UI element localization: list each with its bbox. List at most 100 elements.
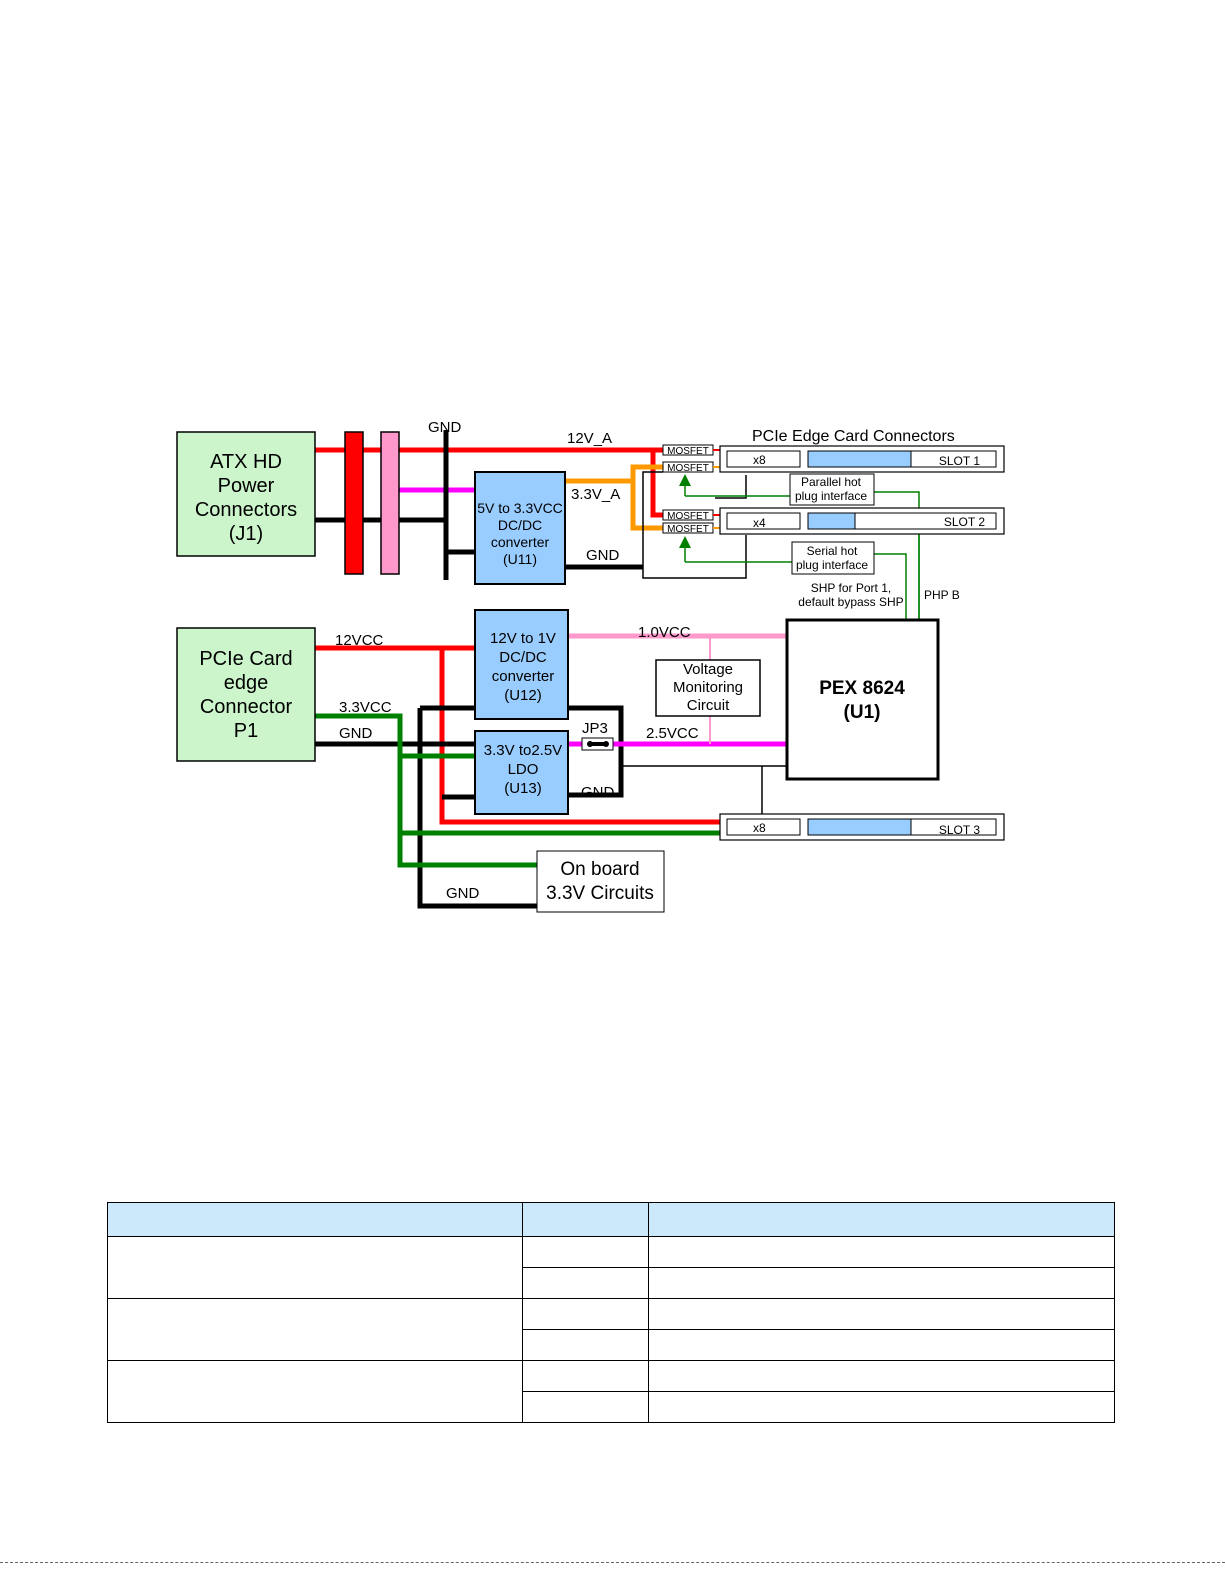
pcie-card-line-1: PCIe Card <box>199 648 292 670</box>
u13-line-3: (U13) <box>504 780 542 797</box>
pex-line-2: (U1) <box>844 702 881 723</box>
slot-2-width: x4 <box>753 516 766 530</box>
3v3-wires <box>315 713 720 868</box>
serial-hp-line-2: plug interface <box>796 558 868 572</box>
table-header-row <box>107 1202 1115 1237</box>
slot-3-fill <box>807 818 912 836</box>
power-block-diagram: ATX HD Power Connectors (J1) PCIe Card e… <box>176 419 1005 913</box>
parallel-hotplug-arrow-icon <box>679 474 691 486</box>
u13-ldo: 3.3V to2.5V LDO (U13) <box>474 730 569 815</box>
3v3a-wires <box>565 464 663 531</box>
thin-gnd-wires <box>621 471 787 814</box>
u12-line-4: (U12) <box>504 687 542 704</box>
slot-3: x8 SLOT 3 <box>719 813 1005 841</box>
gnd-u11-label: GND <box>586 547 620 564</box>
vmon-line-3: Circuit <box>687 697 730 714</box>
pex-8624-switch: PEX 8624 (U1) <box>785 618 940 781</box>
table-row <box>107 1298 1115 1361</box>
php-b-label: PHP B <box>924 588 960 602</box>
table-cell <box>522 1236 649 1268</box>
mosfet-4: MOSFET <box>662 522 714 535</box>
svg-text:MOSFET: MOSFET <box>667 524 709 535</box>
svg-text:MOSFET: MOSFET <box>667 446 709 457</box>
hotplug-wires <box>685 491 920 620</box>
slot-3-width: x8 <box>753 821 766 835</box>
table-row <box>108 1329 1115 1361</box>
1v0vcc-label: 1.0VCC <box>638 624 691 641</box>
pcie-card-line-4: P1 <box>234 720 258 742</box>
serial-hotplug-arrow-icon <box>679 536 691 548</box>
atx-line-1: ATX HD <box>210 451 282 473</box>
blank-table <box>107 1202 1115 1423</box>
table-cell <box>648 1298 1115 1330</box>
onboard-line-1: On board <box>560 859 639 880</box>
serial-hotplug-interface: Serial hot plug interface <box>791 541 875 575</box>
table-cell <box>648 1360 1115 1392</box>
serial-hp-line-1: Serial hot <box>807 544 858 558</box>
table-cell <box>522 1298 649 1330</box>
jp3-label: JP3 <box>582 720 608 737</box>
pcie-card-line-2: edge <box>224 672 269 694</box>
table-group-cell <box>107 1360 523 1423</box>
jp3-jumper <box>581 737 614 751</box>
u11-line-2: DC/DC <box>498 517 542 533</box>
table-group-cell <box>107 1236 523 1299</box>
table-row <box>107 1360 1115 1423</box>
parallel-hotplug-interface: Parallel hot plug interface <box>789 473 875 506</box>
u13-line-1: 3.3V to2.5V <box>484 742 562 759</box>
parallel-hp-line-2: plug interface <box>795 489 867 503</box>
slot-2-name: SLOT 2 <box>944 515 985 529</box>
table-cell <box>522 1267 649 1299</box>
mosfets: MOSFET MOSFET MOSFET MOSFET <box>662 444 714 535</box>
svg-text:MOSFET: MOSFET <box>667 463 709 474</box>
table-header-cell <box>648 1202 1115 1237</box>
table-header-cell <box>522 1202 649 1237</box>
5v-bus-bar <box>380 431 400 575</box>
svg-text:MOSFET: MOSFET <box>667 511 709 522</box>
table-row <box>108 1267 1115 1299</box>
shp-note-line-2: default bypass SHP <box>798 595 903 609</box>
3v3-a-label: 3.3V_A <box>571 486 620 503</box>
u12-line-2: DC/DC <box>499 649 547 666</box>
atx-line-3: Connectors <box>195 499 297 521</box>
slot-1-name: SLOT 1 <box>939 454 980 468</box>
u13-line-2: LDO <box>508 761 539 778</box>
u12-line-1: 12V to 1V <box>490 630 556 647</box>
atx-line-4: (J1) <box>229 523 263 545</box>
footer-rule <box>0 1562 1225 1563</box>
pex-line-1: PEX 8624 <box>819 678 905 699</box>
table-cell <box>648 1236 1115 1268</box>
3v3vcc-label: 3.3VCC <box>339 699 392 716</box>
u11-dcdc-converter: 5V to 3.3VCC DC/DC converter (U11) <box>474 471 566 585</box>
gnd-u13-label: GND <box>581 784 615 801</box>
slot-1-width: x8 <box>753 453 766 467</box>
u11-line-3: converter <box>491 534 550 550</box>
mosfet-3: MOSFET <box>662 509 714 522</box>
slot-1-fill <box>807 450 912 468</box>
atx-line-2: Power <box>218 475 275 497</box>
mosfet-2: MOSFET <box>662 461 714 474</box>
vmon-line-1: Voltage <box>683 661 733 678</box>
vmon-line-2: Monitoring <box>673 679 743 696</box>
table-cell <box>648 1329 1115 1361</box>
table-cell <box>648 1391 1115 1423</box>
slot-2-fill <box>807 512 856 530</box>
table-group-cell <box>107 1298 523 1361</box>
gnd-top-label: GND <box>428 419 462 436</box>
shp-note-line-1: SHP for Port 1, <box>811 581 891 595</box>
12vcc-label: 12VCC <box>335 632 384 649</box>
atx-power-connector: ATX HD Power Connectors (J1) <box>176 431 316 557</box>
slot-1: x8 SLOT 1 <box>719 445 1005 473</box>
onboard-3v3-circuits: On board 3.3V Circuits <box>536 850 665 913</box>
12v-a-label: 12V_A <box>567 430 612 447</box>
u11-line-1: 5V to 3.3VCC <box>477 500 563 516</box>
u11-line-4: (U11) <box>503 551 537 567</box>
table-cell <box>522 1391 649 1423</box>
pcie-card-edge-connector: PCIe Card edge Connector P1 <box>176 627 316 762</box>
2v5vcc-label: 2.5VCC <box>646 725 699 742</box>
table-row <box>108 1391 1115 1423</box>
pcie-edge-header: PCIe Edge Card Connectors <box>752 428 955 445</box>
parallel-hp-line-1: Parallel hot <box>801 475 862 489</box>
table-cell <box>648 1267 1115 1299</box>
12v-bus-bar <box>344 431 364 575</box>
